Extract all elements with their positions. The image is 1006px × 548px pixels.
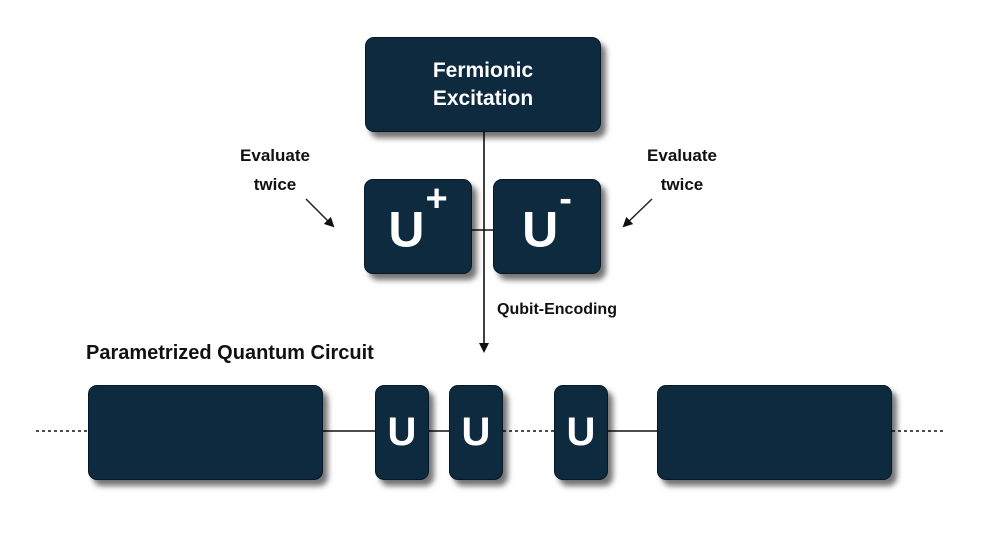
gate-u-3: U [554, 385, 608, 480]
circuit-title: Parametrized Quantum Circuit [86, 342, 374, 364]
evaluate-right-line2: twice [660, 175, 704, 194]
evaluate-left-arrow [305, 198, 335, 228]
circuit-block-right [657, 385, 892, 480]
u-minus-sign: - [559, 178, 572, 221]
evaluate-right-line1: Evaluate [647, 146, 717, 165]
u-plus-box: U+ [364, 179, 472, 274]
gate-u-3-label: U [566, 410, 596, 454]
evaluate-left-line2: twice [253, 175, 297, 194]
gate-u-1: U [375, 385, 429, 480]
u-plus-base: U [388, 201, 425, 258]
gate-u-2-label: U [461, 410, 491, 454]
circuit-block-left [88, 385, 323, 480]
fermionic-excitation-line2: Excitation [432, 86, 534, 110]
evaluate-left-line1: Evaluate [240, 146, 310, 165]
fermionic-excitation-line1: Fermionic [432, 58, 534, 82]
u-minus-label: U- [522, 180, 572, 258]
evaluate-right-arrow [622, 198, 653, 228]
u-minus-base: U [522, 201, 559, 258]
fermionic-excitation-box: Fermionic Excitation [365, 37, 601, 132]
u-minus-box: U- [493, 179, 601, 274]
qubit-encoding-label: Qubit-Encoding [497, 301, 617, 318]
evaluate-left-label: Evaluate twice [236, 141, 314, 199]
u-plus-sign: + [425, 178, 448, 221]
u-plus-label: U+ [388, 180, 447, 258]
evaluate-right-label: Evaluate twice [643, 141, 721, 199]
gate-u-2: U [449, 385, 503, 480]
gate-u-1-label: U [387, 410, 417, 454]
